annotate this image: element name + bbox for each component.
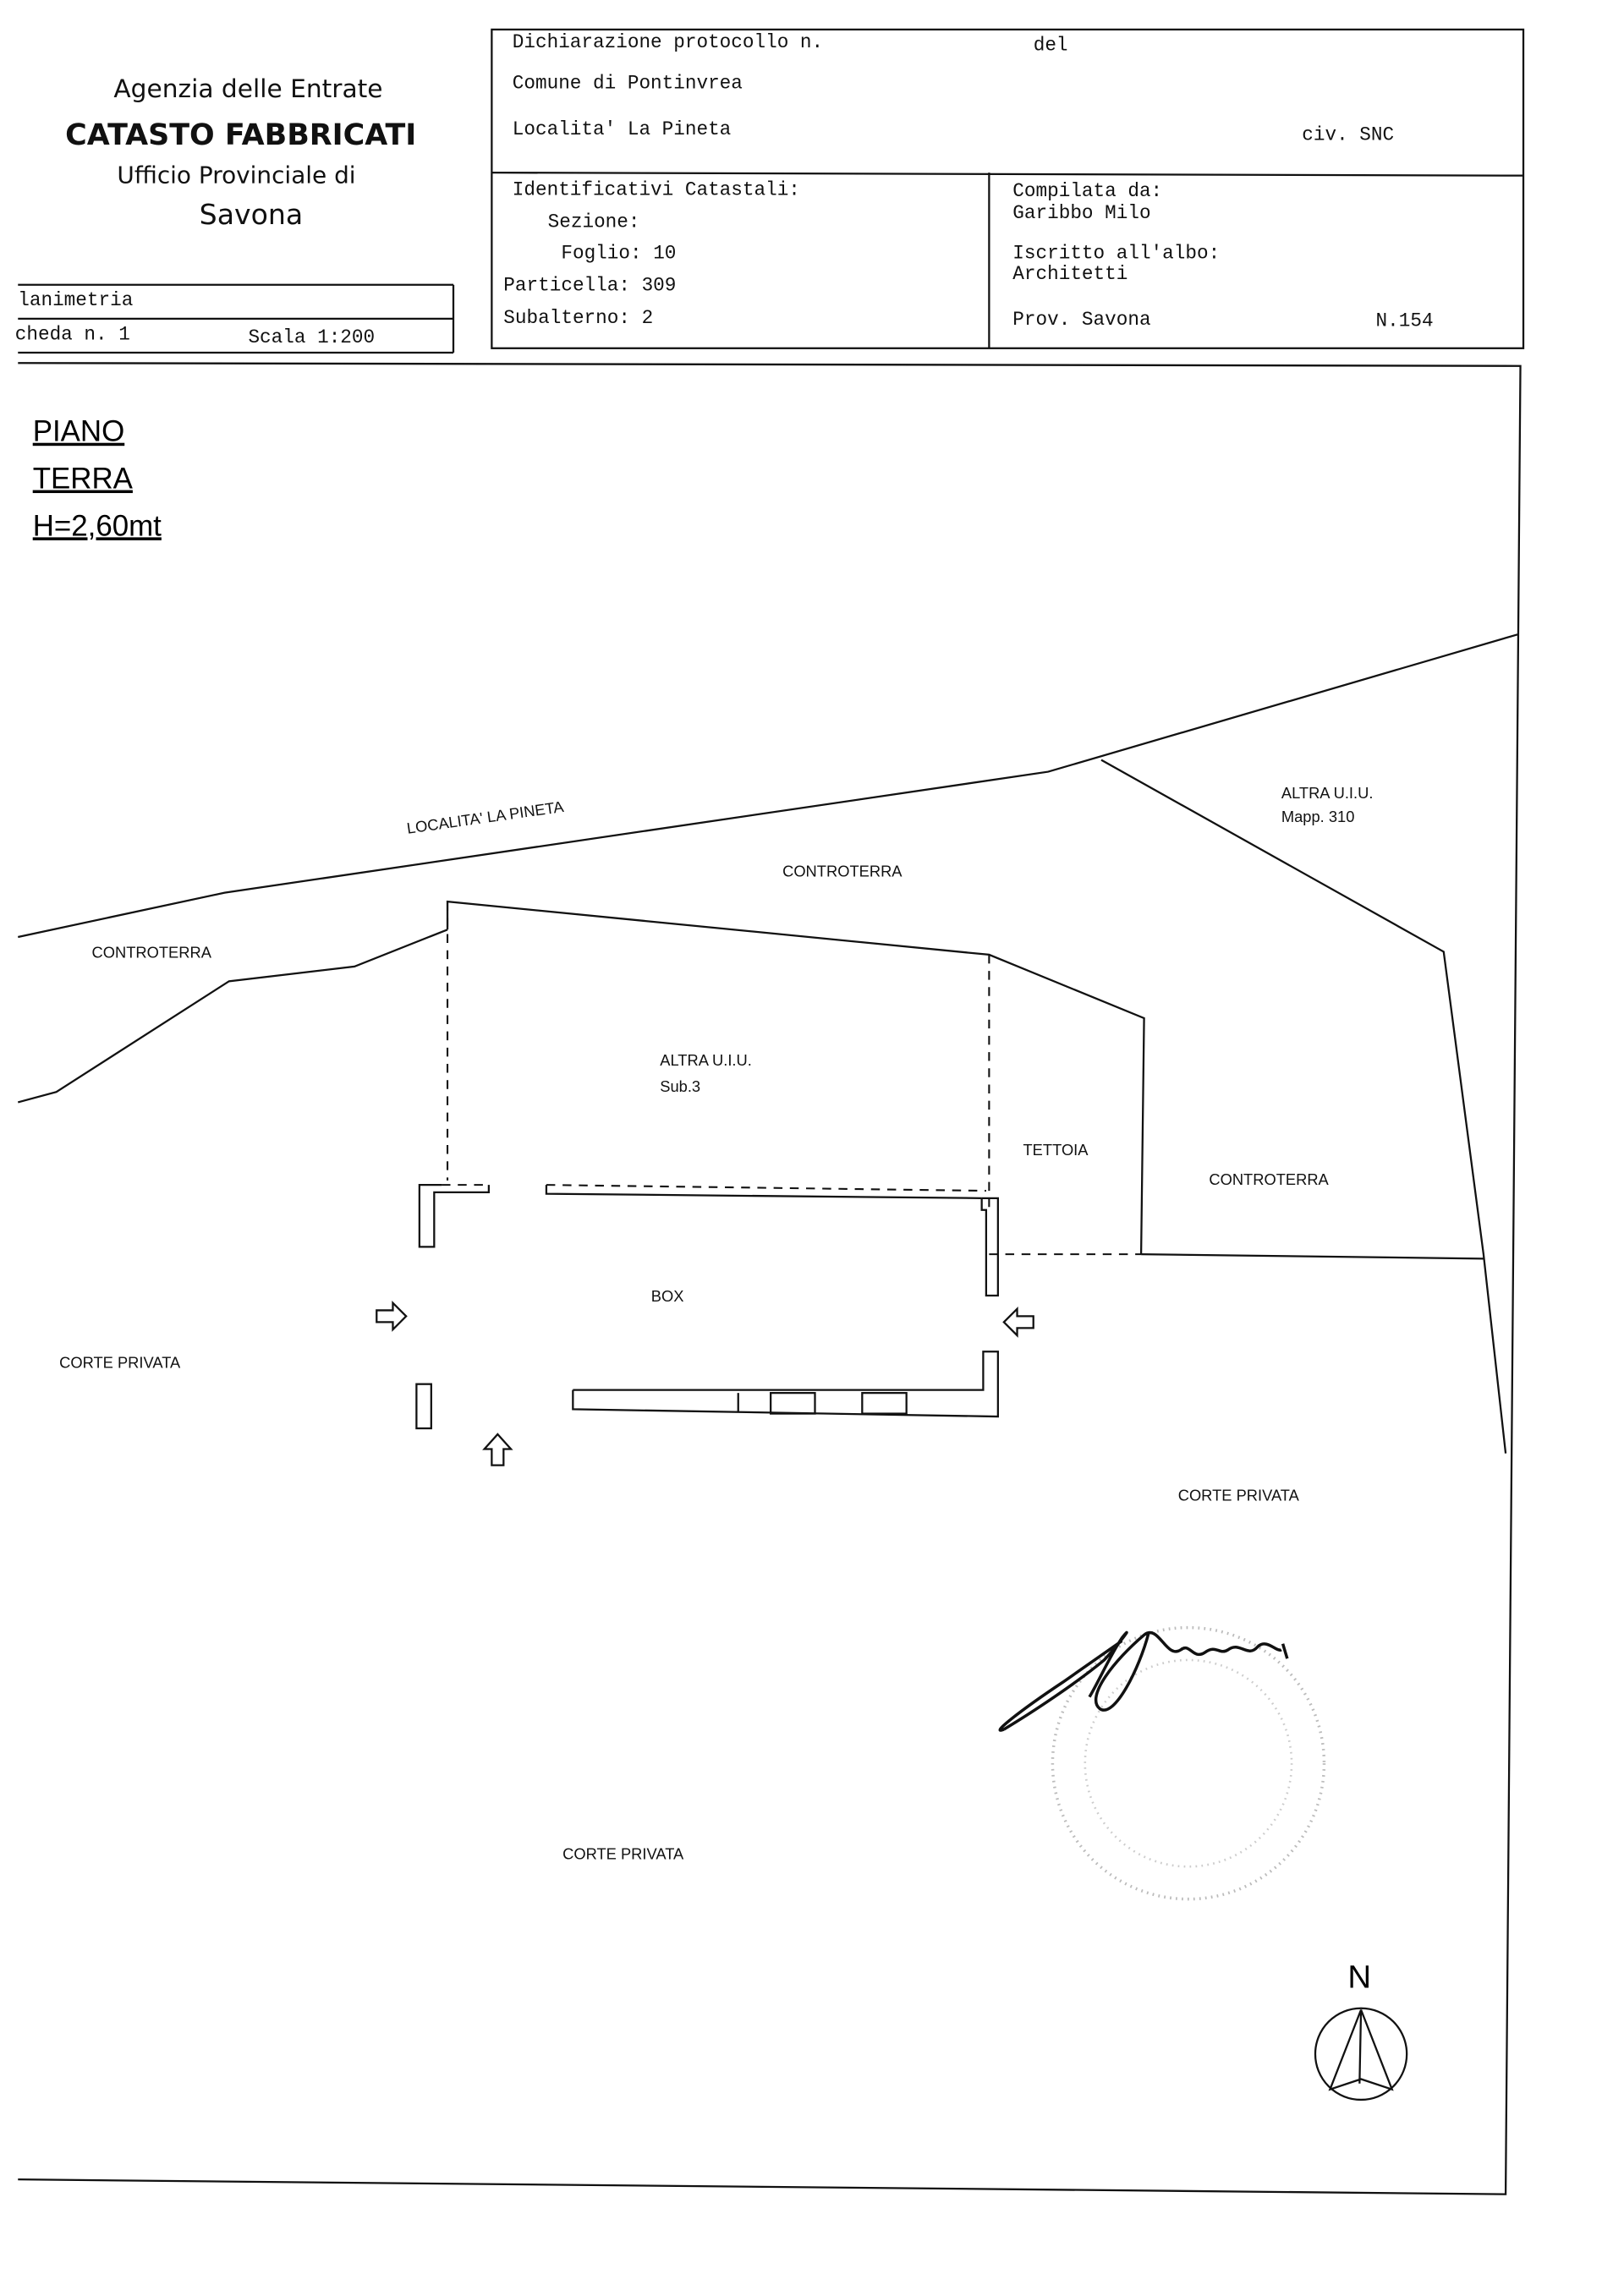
sheet-number: cheda n. 1 bbox=[15, 323, 130, 345]
professional-stamp bbox=[1051, 1625, 1326, 1901]
plan-drawing bbox=[17, 633, 1518, 1454]
protocol-date-label: del bbox=[1034, 34, 1068, 56]
office-name: Ufficio Provinciale di bbox=[117, 161, 355, 189]
albo-label: Iscritto all'albo: bbox=[1012, 242, 1220, 264]
province: Prov. Savona bbox=[1012, 309, 1150, 331]
compiler-label: Compilata da: bbox=[1012, 180, 1162, 202]
localita: Localita' La Pineta bbox=[513, 118, 732, 140]
other-unit-mapp-number: Mapp. 310 bbox=[1281, 808, 1355, 825]
floor-height: H=2,60mt bbox=[33, 509, 162, 542]
sheet-info-box: lanimetria cheda n. 1 Scala 1:200 bbox=[15, 283, 455, 354]
box-label: BOX bbox=[651, 1287, 684, 1305]
controterra-left: CONTROTERRA bbox=[92, 943, 212, 961]
tettoia-label: TETTOIA bbox=[1023, 1141, 1089, 1159]
foglio: Foglio: 10 bbox=[561, 242, 676, 264]
controterra-top: CONTROTERRA bbox=[782, 862, 903, 879]
road-label: LOCALITA' LA PINETA bbox=[406, 797, 566, 837]
albo-value: Architetti bbox=[1012, 263, 1127, 285]
sezione: Sezione: bbox=[548, 211, 640, 233]
agency-header: Agenzia delle Entrate CATASTO FABBRICATI… bbox=[65, 74, 416, 231]
controterra-right: CONTROTERRA bbox=[1209, 1170, 1329, 1188]
north-label: N bbox=[1347, 1959, 1371, 1995]
north-arrow: N bbox=[1314, 1959, 1408, 2101]
corte-privata-bottom: CORTE PRIVATA bbox=[562, 1845, 684, 1863]
plan-labels: LOCALITA' LA PINETA CONTROTERRA CONTROTE… bbox=[59, 784, 1373, 1863]
drawing-frame bbox=[18, 362, 1522, 2195]
entrance-arrow-up-icon bbox=[482, 1433, 513, 1466]
subalterno: Subalterno: 2 bbox=[503, 307, 653, 329]
entrance-arrow-left-icon bbox=[1002, 1306, 1034, 1338]
other-unit-sub-number: Sub.3 bbox=[660, 1077, 700, 1095]
signature bbox=[998, 1630, 1289, 1732]
agency-name: Agenzia delle Entrate bbox=[113, 74, 382, 103]
compass-icon bbox=[1314, 2007, 1408, 2101]
corte-privata-left: CORTE PRIVATA bbox=[59, 1353, 181, 1371]
comune: Comune di Pontinvrea bbox=[513, 73, 743, 95]
floor-label: PIANO TERRA H=2,60mt bbox=[33, 415, 162, 543]
other-unit-sub-label: ALTRA U.I.U. bbox=[660, 1051, 752, 1069]
protocol-label: Dichiarazione protocollo n. bbox=[513, 31, 823, 53]
entrance-arrow-right-icon bbox=[376, 1300, 408, 1332]
sheet-scale: Scala 1:200 bbox=[248, 326, 375, 348]
identifiers-title: Identificativi Catastali: bbox=[513, 178, 800, 200]
office-city: Savona bbox=[200, 198, 304, 231]
register-title: CATASTO FABBRICATI bbox=[65, 118, 416, 152]
floor-line1: PIANO bbox=[33, 415, 125, 448]
sheet-type: lanimetria bbox=[18, 289, 133, 311]
corte-privata-right: CORTE PRIVATA bbox=[1178, 1487, 1300, 1504]
declaration-box: Dichiarazione protocollo n. del Comune d… bbox=[491, 28, 1525, 349]
other-unit-mapp-label: ALTRA U.I.U. bbox=[1281, 784, 1374, 802]
floor-line2: TERRA bbox=[33, 463, 134, 496]
registration-number: N.154 bbox=[1376, 310, 1434, 332]
civic-number: civ. SNC bbox=[1302, 124, 1394, 146]
particella: Particella: 309 bbox=[503, 275, 676, 297]
compiler-name: Garibbo Milo bbox=[1012, 202, 1150, 224]
